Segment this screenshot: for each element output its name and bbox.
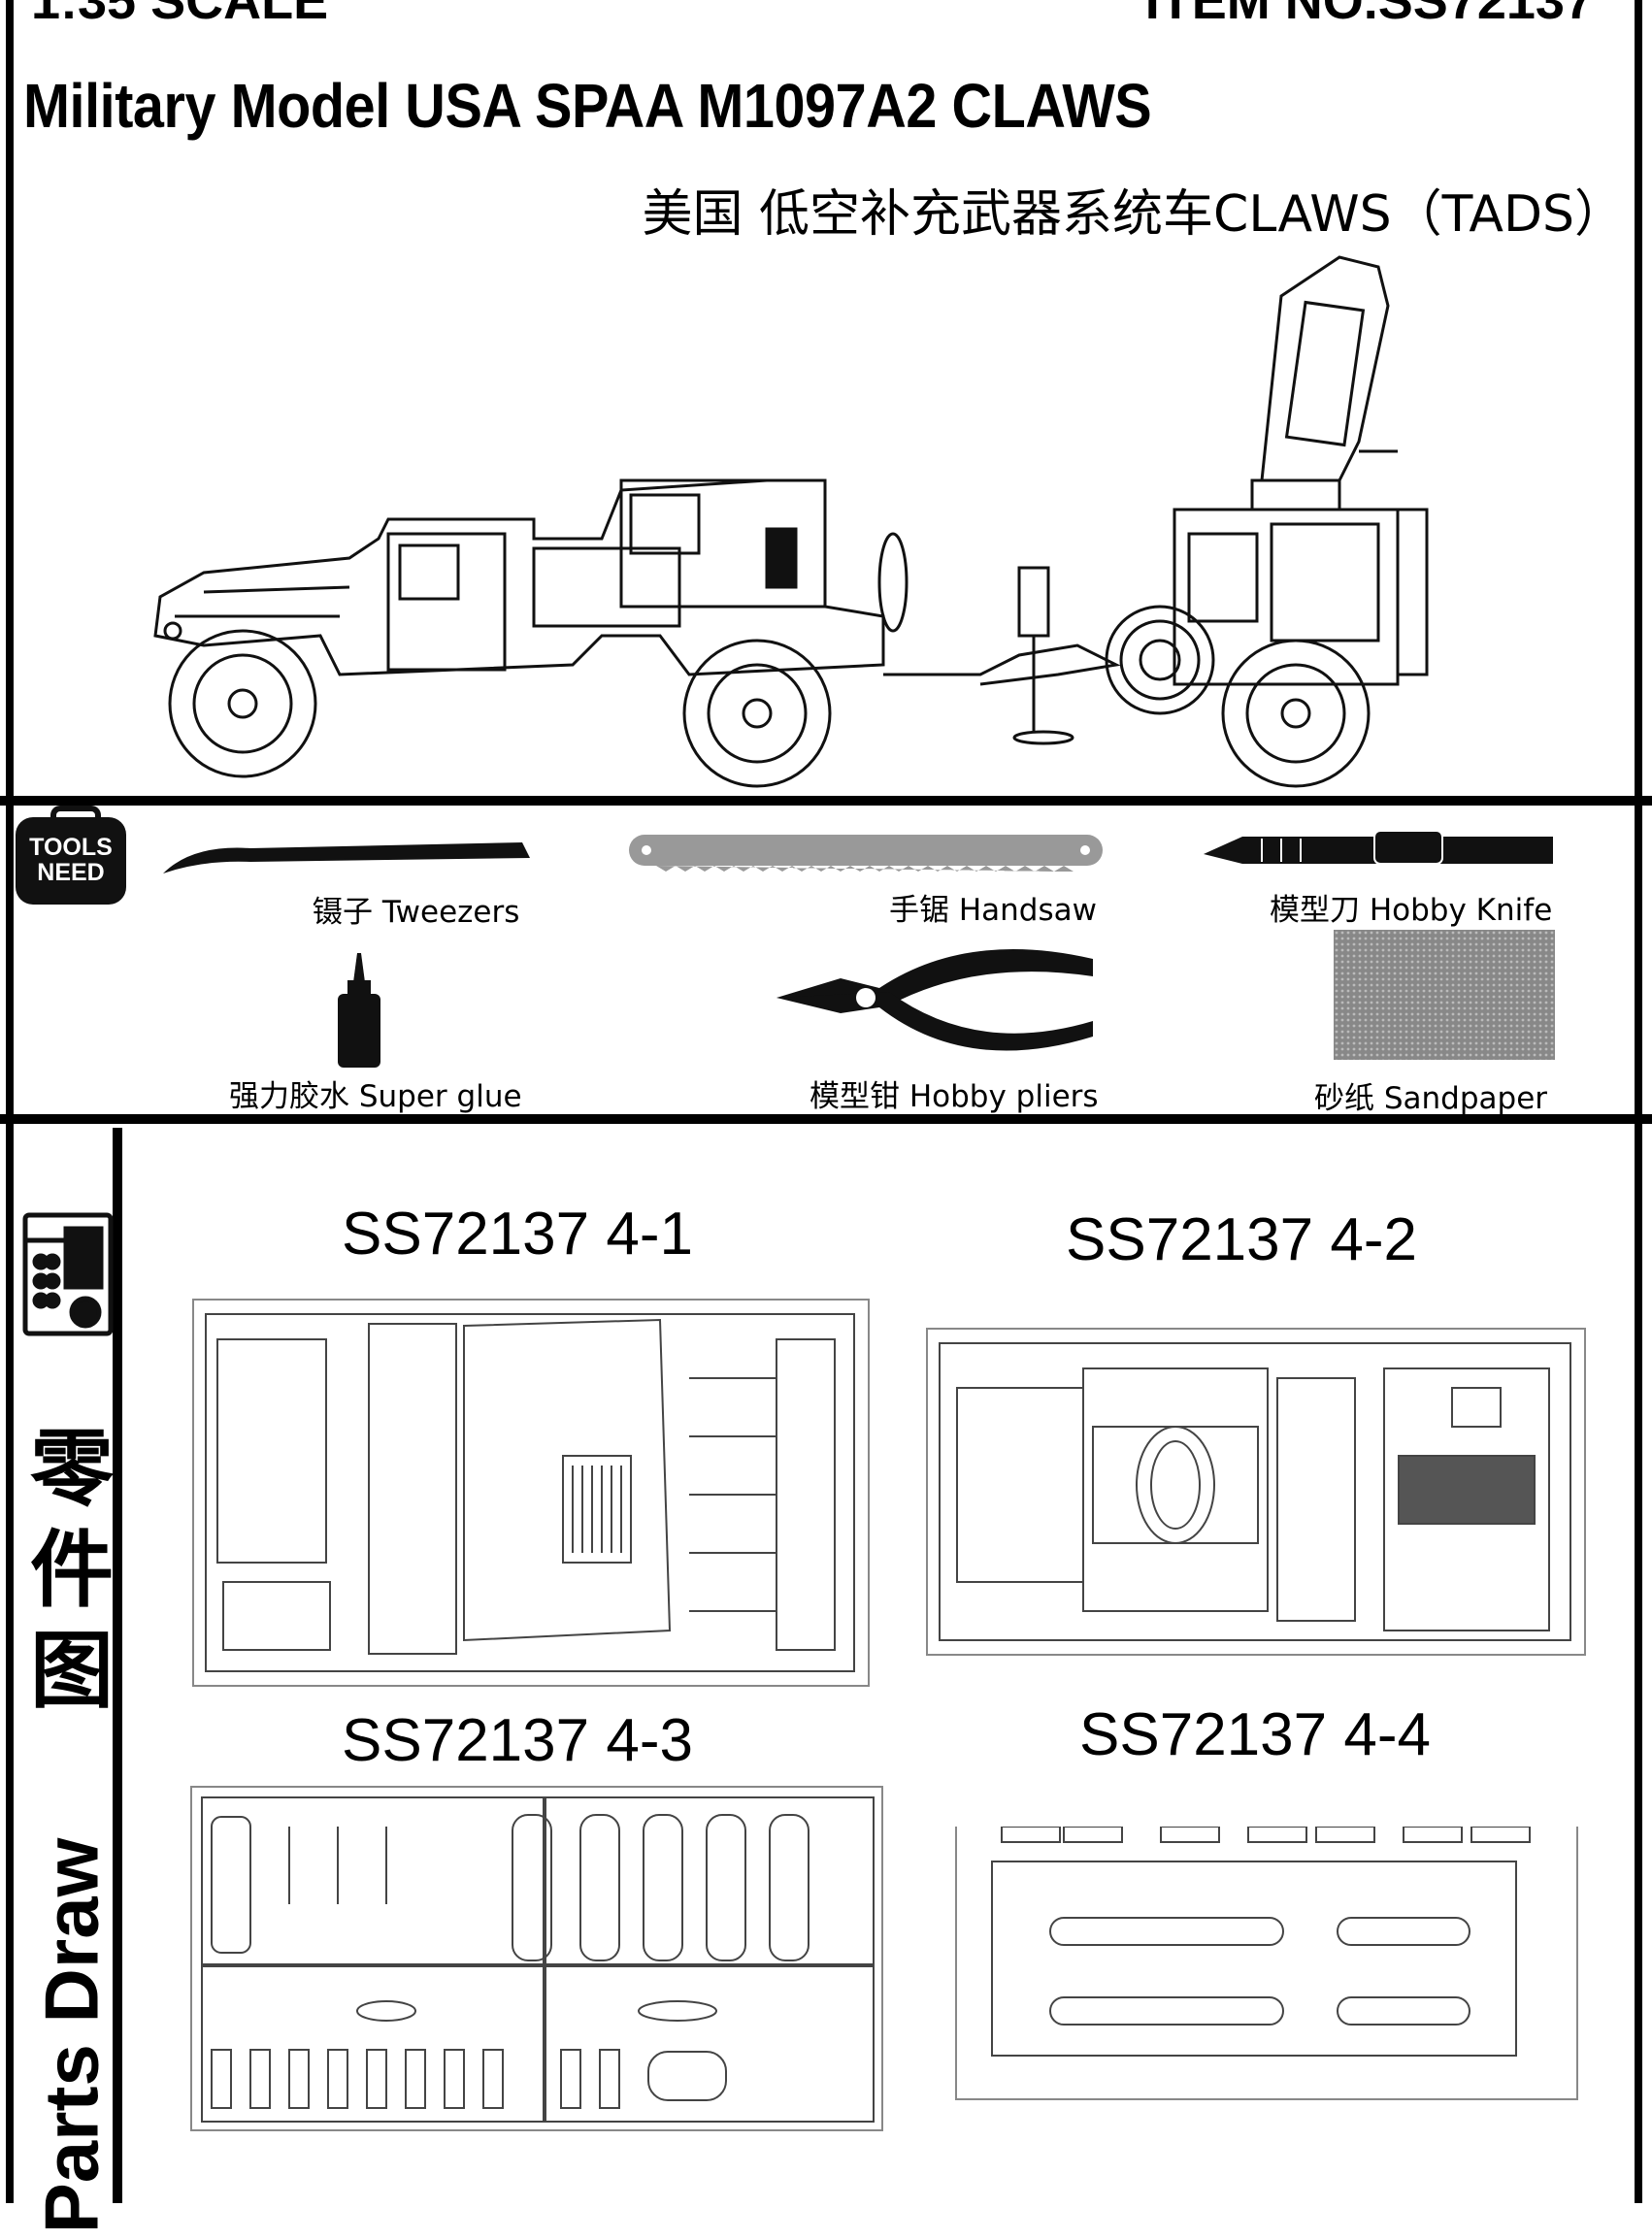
sprue-sheet-4-2 [926,1328,1586,1656]
sheet-title-4-3: SS72137 4-3 [342,1707,693,1774]
tool-label-sandpaper: 砂纸 Sandpaper [1314,1081,1548,1116]
badge-line-2: NEED [37,859,105,886]
sheet-title-4-1: SS72137 4-1 [342,1201,693,1268]
sheet-title-4-2: SS72137 4-2 [1066,1206,1417,1273]
vehicle-illustration [153,255,1429,788]
tool-label-handsaw: 手锯 Handsaw [889,893,1097,928]
parts-side-column: 零 件 图 Parts Draw [14,1128,122,2233]
pliers-icon [776,949,1093,1051]
side-char-3: 图 [30,1623,114,1720]
handsaw-icon [629,835,1103,872]
sprue-sheet-4-3 [190,1786,883,2131]
title-english: Military Model USA SPAA M1097A2 CLAWS [23,71,1152,141]
tool-label-hobby-knife: 模型刀 Hobby Knife [1270,893,1553,928]
tweezers-icon [163,842,530,873]
header-divider [0,796,1652,806]
sheet-title-4-4: SS72137 4-4 [1079,1701,1431,1768]
tool-label-hobby-pliers: 模型钳 Hobby pliers [809,1079,1099,1114]
sprue-sheet-4-4 [955,1826,1578,2100]
scale-label: 1:35 SCALE [31,0,329,30]
tools-divider [0,1114,1652,1124]
title-chinese: 美国 低空补充武器系统车CLAWS（TADS） [642,185,1625,244]
hobby-knife-icon [1204,830,1553,865]
parts-title-chinese: 零 件 图 [27,1419,116,1722]
side-char-1: 零 [30,1421,114,1518]
sprue-sheet-4-1 [192,1299,870,1687]
page-frame [6,0,1642,2203]
sandpaper-icon [1334,930,1555,1060]
item-number: ITEM NO.SS72137 [1144,0,1594,30]
parts-title-english: Parts Draw [28,1837,115,2234]
side-char-2: 件 [30,1522,114,1619]
badge-line-1: TOOLS [29,834,113,861]
tool-label-super-glue: 强力胶水 Super glue [229,1079,522,1114]
glue-bottle-icon [338,953,380,1068]
sprue-icon [22,1212,114,1336]
tools-need-badge: TOOLS NEED [16,806,126,905]
tool-label-tweezers: 镊子 Tweezers [313,895,520,930]
